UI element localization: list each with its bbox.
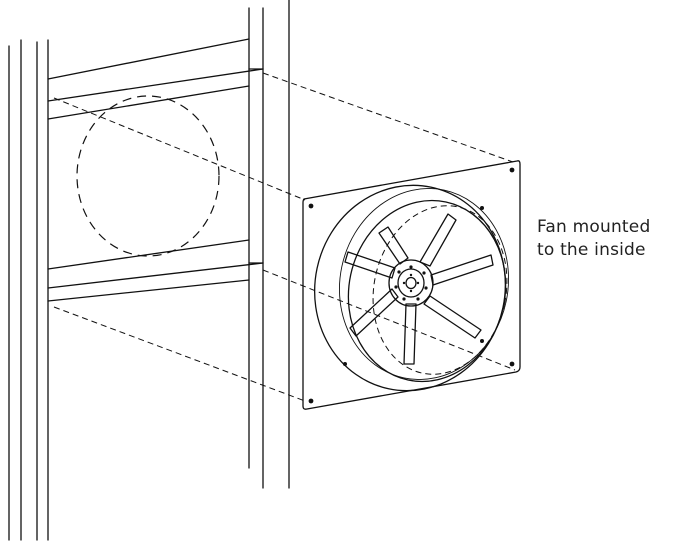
fan-blade bbox=[403, 303, 417, 365]
fan-shroud-inner bbox=[347, 199, 507, 383]
hub-bolt bbox=[416, 297, 420, 301]
lower-beam-bottom bbox=[47, 262, 264, 289]
upper-beam-lower-edge bbox=[47, 85, 250, 120]
fan-blade bbox=[378, 226, 409, 265]
hub-bolt bbox=[409, 265, 413, 269]
plate-hole-top-left bbox=[308, 203, 314, 209]
wall-frame bbox=[8, 0, 290, 541]
plate-hole-ring-bottom bbox=[480, 339, 484, 343]
hub-bolt bbox=[402, 297, 406, 301]
hub-bolt bbox=[416, 281, 420, 285]
fan-mounting-plate bbox=[302, 160, 521, 410]
hub-outer bbox=[388, 259, 434, 307]
plate-hole-ring-top bbox=[480, 206, 484, 210]
hub-bolt bbox=[424, 286, 428, 290]
fan-blade bbox=[344, 251, 396, 279]
hub-bolt bbox=[422, 271, 426, 275]
fan-blade bbox=[349, 288, 399, 337]
hub-bolt bbox=[409, 289, 413, 293]
fan-blade bbox=[430, 254, 494, 286]
fan-shroud-rim bbox=[338, 188, 510, 380]
wall-opening-outline bbox=[76, 95, 220, 257]
fan-hub bbox=[388, 259, 434, 307]
fan-blade bbox=[423, 295, 482, 339]
lower-beam-top bbox=[47, 239, 250, 270]
hub-bolt bbox=[394, 285, 398, 289]
lower-beam-lower-edge bbox=[47, 279, 250, 302]
fan-assembly bbox=[302, 160, 521, 410]
hub-center bbox=[405, 276, 417, 290]
projection-line-upper-left bbox=[53, 97, 306, 201]
plate-hole-top-right bbox=[509, 167, 515, 173]
caption-line-2: to the inside bbox=[537, 240, 646, 260]
hub-bolt bbox=[409, 273, 413, 277]
fan-mounted-caption: Fan mounted to the inside bbox=[537, 216, 650, 262]
plate-hole-bottom-left bbox=[308, 398, 314, 404]
hub-bolt bbox=[397, 270, 401, 274]
projection-line-lower-right bbox=[262, 269, 516, 371]
plate-hole-bottom-right bbox=[509, 361, 515, 367]
projection-line-top bbox=[262, 72, 514, 163]
fan-shroud-hidden-edge bbox=[372, 205, 508, 375]
fan-blade bbox=[419, 213, 457, 267]
upper-beam-bottom bbox=[47, 68, 264, 102]
projection-lines bbox=[53, 72, 516, 402]
hub-bolt bbox=[402, 281, 406, 285]
caption-line-1: Fan mounted bbox=[537, 217, 651, 237]
hub-middle bbox=[397, 268, 425, 298]
upper-beam-top bbox=[47, 38, 250, 80]
projection-line-bottom bbox=[53, 306, 306, 402]
